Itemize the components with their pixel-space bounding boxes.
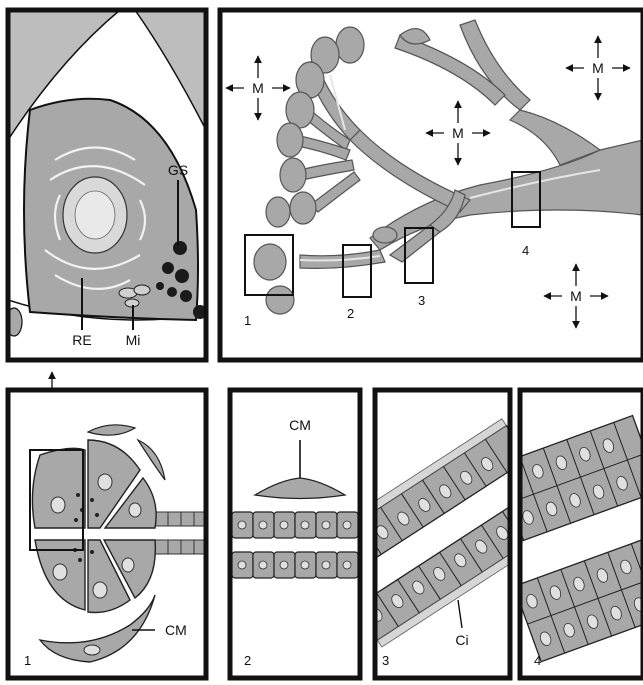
myoepithelial-symbol: M (252, 80, 264, 96)
region-number: 2 (347, 306, 354, 321)
panel-gland-tree: M M M M 1 2 3 4 (220, 10, 643, 360)
panel-acinus: CM 1 (8, 390, 207, 678)
panel-number: 2 (244, 653, 251, 668)
duct-wall-lower (232, 552, 358, 578)
label-re: RE (72, 332, 91, 348)
duct-wall-upper (232, 512, 358, 538)
panel-number: 3 (382, 653, 389, 668)
myoepithelial-symbol: M (592, 60, 604, 76)
panel-number: 4 (534, 653, 541, 668)
myoepithelial-symbol: M (570, 288, 582, 304)
panel-intercalated-duct: CM 2 (230, 390, 360, 678)
label-cm: CM (165, 622, 187, 638)
panel-number: 1 (24, 653, 31, 668)
region-number: 3 (418, 293, 425, 308)
panel-cell-detail: GS RE Mi (6, 10, 207, 360)
myoepithelial-symbol: M (452, 125, 464, 141)
label-ci: Ci (455, 632, 468, 648)
label-mi: Mi (126, 332, 141, 348)
region-number: 4 (522, 243, 529, 258)
label-cm: CM (289, 417, 311, 433)
label-gs: GS (168, 162, 188, 178)
region-number: 1 (244, 313, 251, 328)
